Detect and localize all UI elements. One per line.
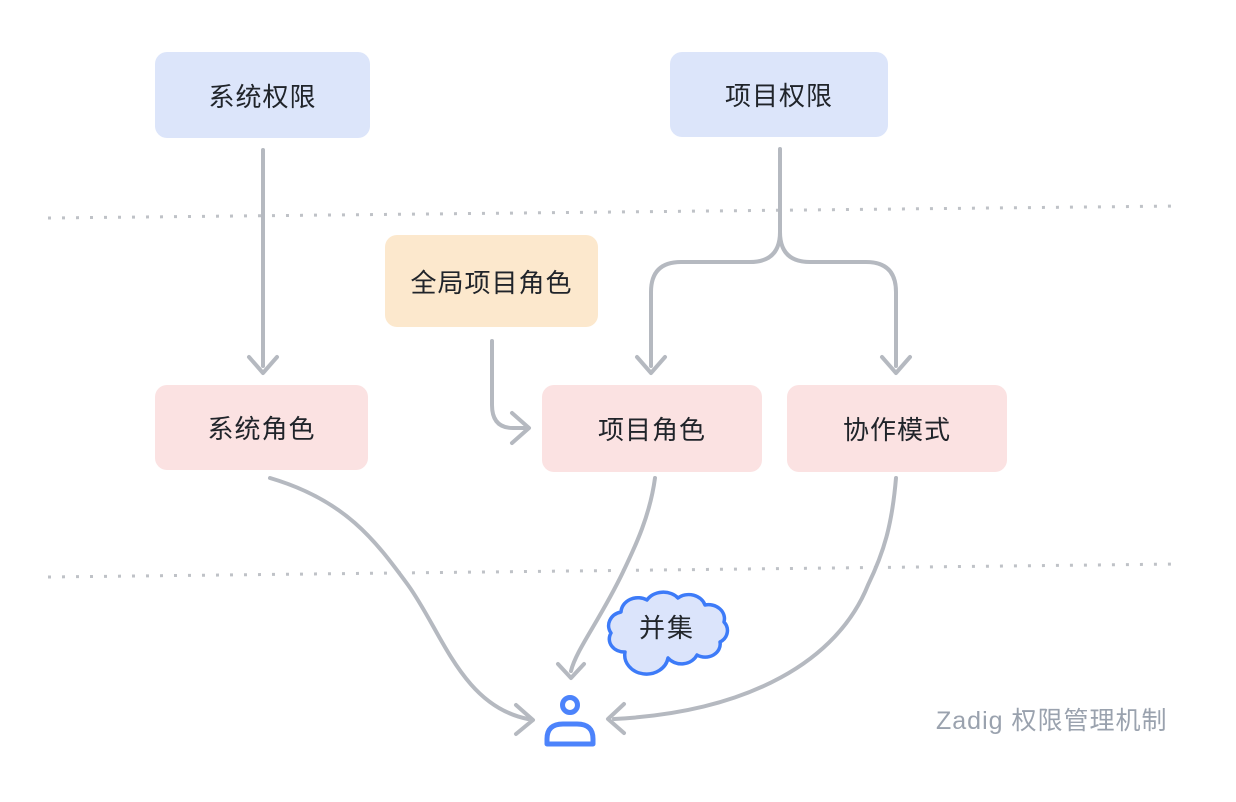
node-project-role-label: 项目角色 <box>597 415 706 445</box>
arrow-global-role-to-project-role <box>490 339 531 445</box>
arrow-collaboration-mode-to-user <box>606 476 898 735</box>
node-system-role-label: 系统角色 <box>207 414 316 444</box>
union-cloud-label: 并集 <box>638 612 695 643</box>
arrow-project-permission-to-collaboration-mode <box>778 230 912 375</box>
dotted-divider-bottom <box>47 562 1181 579</box>
person-icon <box>544 695 596 747</box>
diagram-caption: Zadig 权限管理机制 <box>936 707 1168 735</box>
arrow-system-permission-to-system-role <box>247 148 279 375</box>
node-project-role: 项目角色 <box>542 385 762 472</box>
node-collaboration-mode-label: 协作模式 <box>842 415 951 445</box>
node-system-permission-label: 系统权限 <box>208 81 317 112</box>
arrow-project-permission-to-project-role <box>635 147 782 375</box>
dotted-divider-top <box>47 204 1181 220</box>
node-global-project-role-label: 全局项目角色 <box>410 267 573 298</box>
node-system-role: 系统角色 <box>155 385 368 470</box>
node-project-permission-label: 项目权限 <box>724 81 833 111</box>
union-cloud <box>606 590 730 676</box>
arrow-system-role-to-user <box>268 476 535 736</box>
node-project-permission: 项目权限 <box>670 52 888 137</box>
node-collaboration-mode: 协作模式 <box>787 385 1007 472</box>
node-system-permission: 系统权限 <box>155 52 370 138</box>
node-global-project-role: 全局项目角色 <box>385 235 598 327</box>
arrow-project-role-to-user <box>556 476 657 680</box>
